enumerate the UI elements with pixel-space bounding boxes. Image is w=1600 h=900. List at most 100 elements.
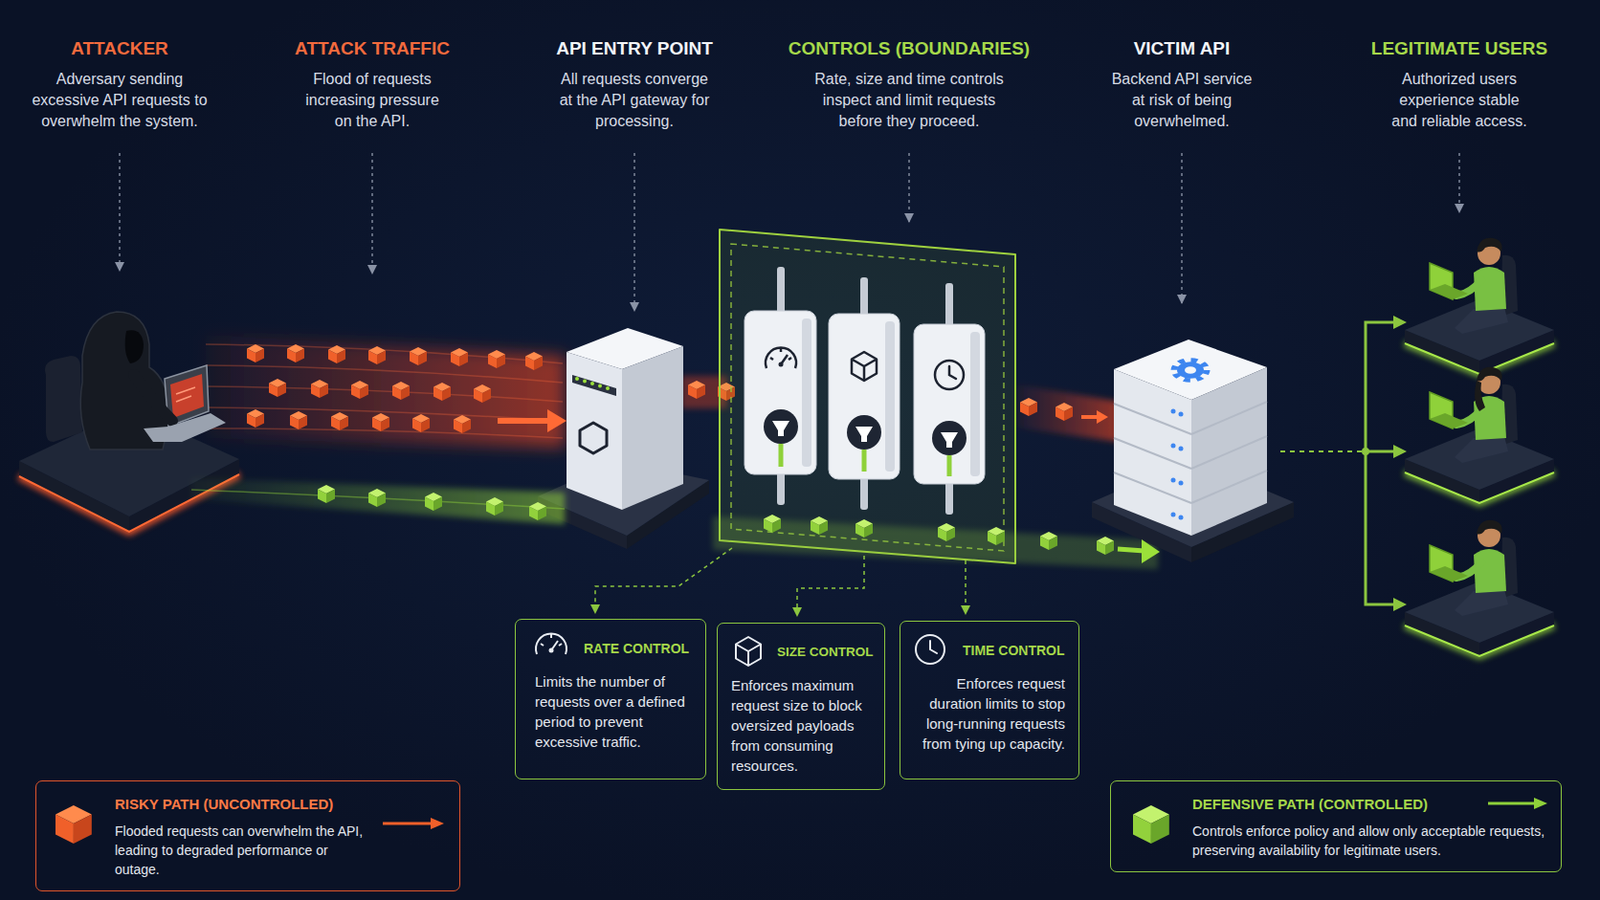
attack-cubes: [547, 409, 567, 433]
legit-path-exit: [1096, 536, 1114, 556]
victim-server: [1091, 339, 1294, 563]
attack-cubes: [368, 346, 386, 365]
victim-server: [1171, 409, 1184, 521]
column-heading: VICTIM API: [1038, 38, 1326, 60]
header-leaders: [633, 153, 636, 312]
victim-server: [1113, 438, 1192, 469]
attack-cubes: [688, 380, 706, 400]
legit-path-exit: [1040, 532, 1058, 551]
box-heading: RISKY PATH (UNCONTROLLED): [114, 795, 445, 815]
legitimate-users: [1404, 520, 1555, 657]
column-description: Authorized users experience stable and r…: [1386, 68, 1533, 133]
attack-cubes: [1081, 415, 1099, 420]
attacker-figure: [125, 330, 144, 364]
attack-cubes: [328, 345, 346, 364]
attack-cubes: [497, 418, 550, 424]
legit-path-entry: [368, 488, 386, 508]
callout-icons: [535, 633, 567, 655]
column-description: Adversary sending excessive API requests…: [25, 68, 214, 133]
column-description: Rate, size and time controls inspect and…: [801, 68, 1018, 133]
legit-path-exit: [1117, 549, 1145, 552]
legit-path-entry: [486, 497, 504, 516]
column-heading: API ENTRY POINT: [490, 38, 778, 60]
legitimate-users: [1404, 238, 1555, 657]
callout-icons: [915, 635, 945, 665]
column-description: Flood of requests increasing pressure on…: [295, 68, 449, 133]
attack-cubes: [392, 381, 410, 400]
victim-server: [1171, 478, 1177, 484]
attack-glow: [1016, 384, 1120, 443]
gateway-server: [598, 384, 602, 389]
path-swatches: [382, 822, 433, 826]
victim-server: [1113, 401, 1267, 504]
size-slider: [885, 321, 895, 472]
path-swatches: [1533, 798, 1548, 810]
legit-path-entry: [424, 492, 443, 512]
user-bracket: [1393, 444, 1407, 459]
attack-cubes: [372, 413, 390, 432]
control-callout: SIZE CONTROL Enforces maximum request siz…: [716, 622, 886, 791]
attacker-figure: [133, 375, 173, 422]
legit-path-exit: [855, 519, 873, 538]
victim-server: [1113, 472, 1192, 504]
victim-server: [1171, 444, 1177, 449]
legitimate-users: [1404, 238, 1555, 375]
attack-cubes: [268, 378, 287, 398]
box-body: Enforces request duration limits to stop…: [915, 673, 1066, 755]
attack-cubes: [450, 348, 468, 367]
gateway-server: [575, 377, 579, 381]
size-slider: [851, 352, 877, 381]
column-heading: CONTROLS (BOUNDARIES): [765, 38, 1053, 60]
header-leaders: [908, 153, 911, 223]
size-slider: [855, 426, 873, 443]
callout-icons: [735, 637, 761, 667]
victim-server: [1178, 446, 1184, 452]
callout-leaders: [797, 555, 865, 617]
column-heading: ATTACK TRAFFIC: [228, 38, 516, 60]
attack-cubes: [453, 415, 471, 434]
gateway-server: [579, 422, 607, 454]
user-bracket: [1393, 315, 1407, 330]
attacker-figure: [143, 413, 226, 443]
header-leaders: [118, 153, 121, 271]
attack-cubes: [246, 344, 265, 363]
legit-path-entry: [191, 489, 565, 510]
legit-path-entry: [191, 478, 565, 525]
attack-glow: [205, 344, 563, 439]
legit-path-entry: [191, 478, 565, 525]
size-slider: [862, 449, 867, 472]
legit-path-exit: [1141, 539, 1160, 564]
rate-slider: [763, 409, 799, 445]
rate-slider: [744, 266, 817, 506]
box-body: Enforces maximum request size to block o…: [731, 675, 875, 777]
box-body: Controls enforce policy and allow only a…: [1192, 822, 1552, 861]
legit-path-exit: [937, 523, 956, 542]
controls-panel: [719, 229, 1016, 564]
controls-panel: [731, 244, 1004, 552]
box-body: Limits the number of requests over a def…: [534, 671, 696, 753]
box-heading: SIZE CONTROL: [777, 643, 875, 663]
gateway-server: [605, 386, 610, 391]
callout-leaders: [964, 560, 967, 615]
control-callout: RATE CONTROL Limits the number of request…: [514, 619, 707, 780]
victim-server: [1171, 512, 1177, 518]
victim-server: [1177, 361, 1204, 378]
box-heading: RATE CONTROL: [583, 639, 696, 659]
time-slider: [913, 324, 985, 485]
user-bracket: [1361, 447, 1370, 456]
victim-server: [1113, 369, 1192, 536]
path-swatches: [1488, 802, 1536, 806]
header-leaders: [1458, 153, 1461, 213]
attack-glow: [205, 365, 563, 383]
attack-glow: [205, 344, 563, 364]
gateway-server: [622, 346, 684, 511]
victim-server: [1178, 412, 1184, 418]
victim-server: [1191, 470, 1267, 504]
rate-slider: [744, 311, 817, 475]
attack-glow: [205, 386, 563, 402]
legit-path-entry: [317, 485, 335, 504]
attack-cubes: [525, 352, 543, 371]
victim-server: [1191, 401, 1267, 435]
attack-cubes: [287, 344, 305, 363]
